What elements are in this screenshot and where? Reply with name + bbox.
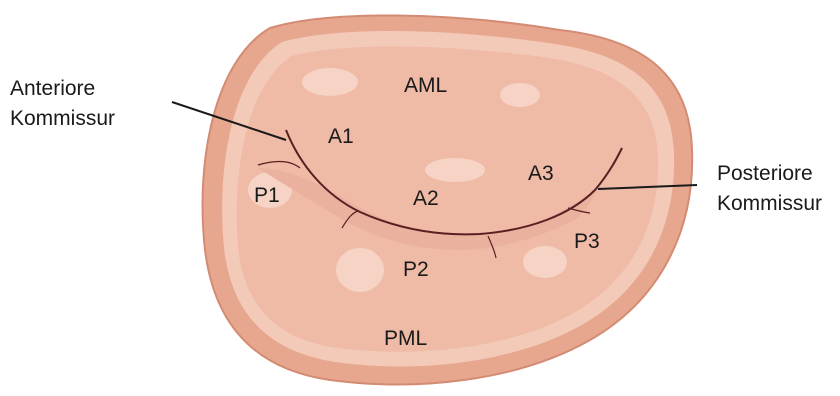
posterior-commissure-label: Posteriore Kommissur [717,159,822,219]
label-aml: AML [404,74,447,97]
anterior-commissure-label-line2: Kommissur [10,104,115,134]
label-p1: P1 [254,184,280,207]
leaflet-highlight [425,158,485,182]
label-p2: P2 [403,258,429,281]
label-a3: A3 [528,162,554,185]
leaflet-highlight [336,248,384,292]
posterior-commissure-label-line2: Kommissur [717,189,822,219]
label-a1: A1 [328,125,354,148]
anterior-commissure-label-line1: Anteriore [10,74,115,104]
leaflet-highlight [523,246,567,278]
label-p3: P3 [574,230,600,253]
label-a2: A2 [413,187,439,210]
label-pml: PML [384,327,427,350]
posterior-commissure-label-line1: Posteriore [717,159,822,189]
leaflet-highlight [500,83,540,107]
leaflet-highlight [302,68,358,96]
anterior-commissure-label: Anteriore Kommissur [10,74,115,134]
